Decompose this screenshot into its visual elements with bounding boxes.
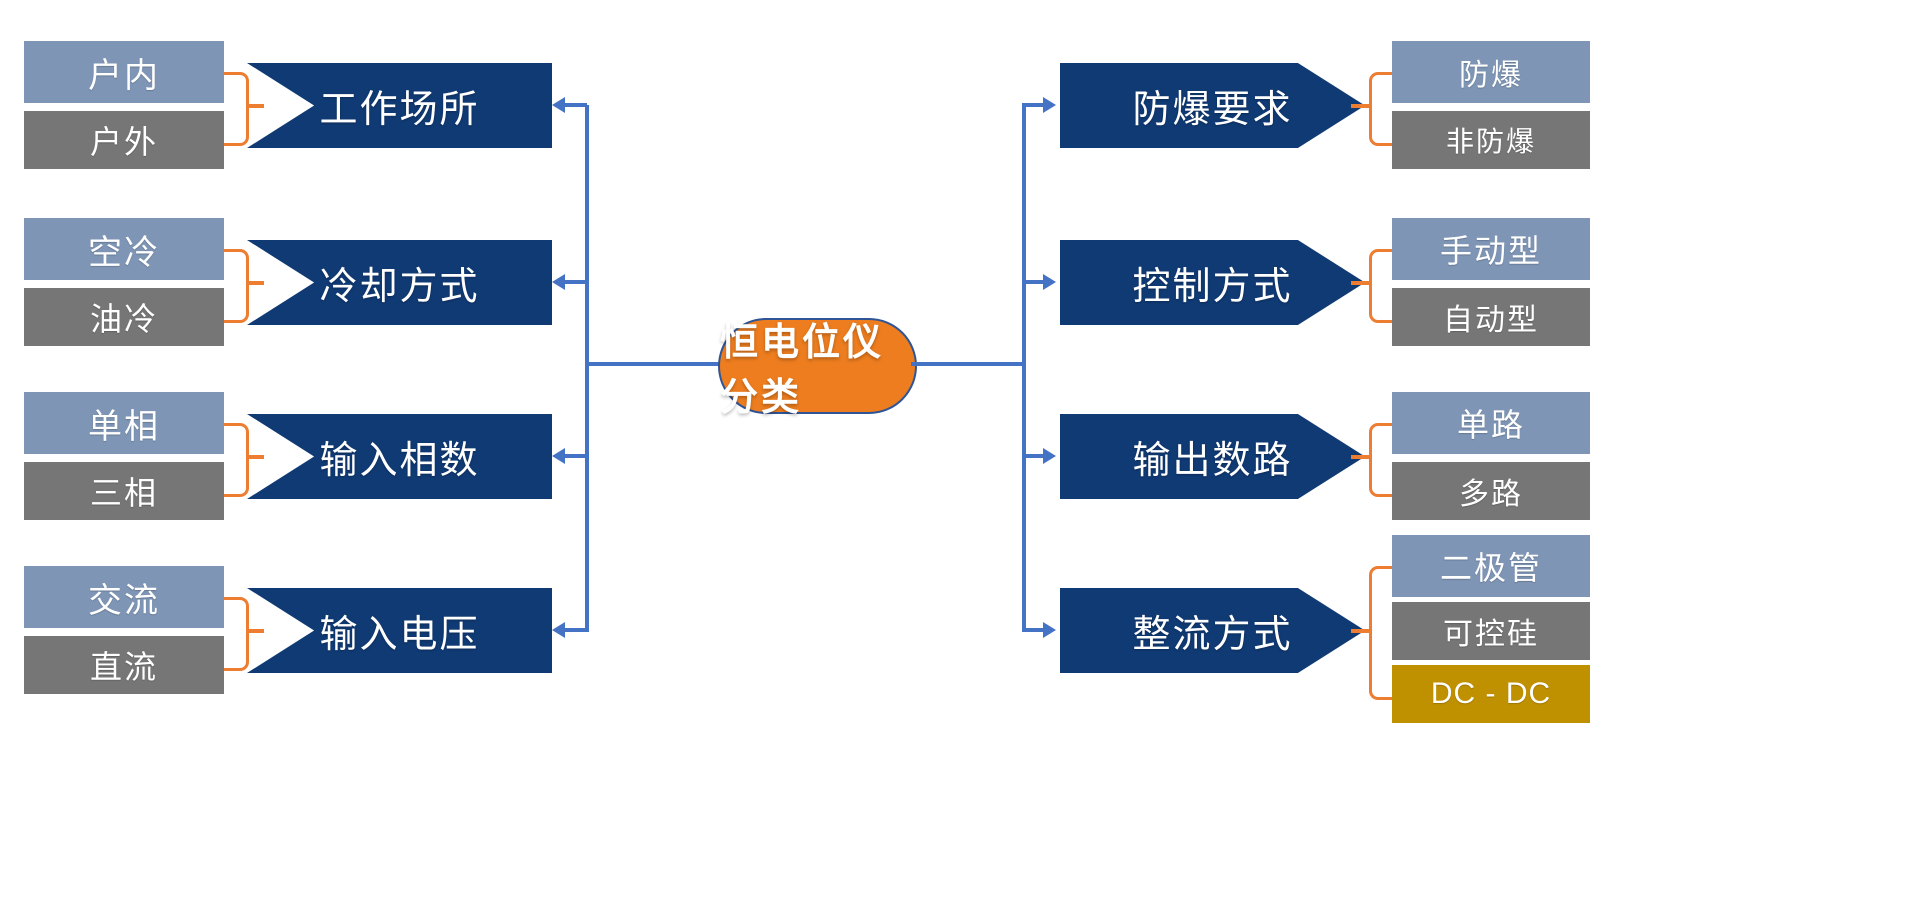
leaf-box[interactable]: 二极管 (1392, 535, 1590, 597)
connector-stub (1022, 280, 1044, 284)
branch-chevron[interactable]: 输入电压 (247, 588, 552, 673)
bracket-stem (1351, 104, 1369, 108)
connector-stub (565, 280, 587, 284)
leaf-box[interactable]: 单相 (24, 392, 224, 454)
leaf-box[interactable]: 多路 (1392, 462, 1590, 520)
connector-stub (1022, 454, 1044, 458)
leaf-box[interactable]: 非防爆 (1392, 111, 1590, 169)
bracket-stem (1351, 629, 1369, 633)
branch-chevron[interactable]: 输入相数 (247, 414, 552, 499)
connector-arrow (1043, 274, 1056, 290)
connector-spine-right (1022, 105, 1026, 632)
leaf-box[interactable]: 自动型 (1392, 288, 1590, 346)
leaf-box[interactable]: 户外 (24, 111, 224, 169)
connector-stub (1022, 103, 1044, 107)
branch-chevron[interactable]: 冷却方式 (247, 240, 552, 325)
connector-stub (1022, 628, 1044, 632)
leaf-box[interactable]: 防爆 (1392, 41, 1590, 103)
center-node[interactable]: 恒电位仪分类 (718, 318, 917, 419)
branch-chevron[interactable]: 工作场所 (247, 63, 552, 148)
leaf-box[interactable]: 单路 (1392, 392, 1590, 454)
bracket-stem (246, 281, 264, 285)
connector-arrow (552, 97, 565, 113)
leaf-box[interactable]: 手动型 (1392, 218, 1590, 280)
leaf-box[interactable]: 直流 (24, 636, 224, 694)
bracket-stem (1351, 455, 1369, 459)
bracket (224, 72, 249, 146)
branch-chevron[interactable]: 整流方式 (1060, 588, 1365, 673)
connector-stub (565, 454, 587, 458)
bracket (1369, 566, 1394, 700)
bracket (224, 249, 249, 323)
bracket (1369, 249, 1394, 323)
branch-chevron[interactable]: 控制方式 (1060, 240, 1365, 325)
branch-chevron[interactable]: 输出数路 (1060, 414, 1365, 499)
bracket (1369, 72, 1394, 146)
connector-arrow (1043, 97, 1056, 113)
connector-stub (565, 628, 587, 632)
bracket-stem (1351, 281, 1369, 285)
leaf-box[interactable]: DC - DC (1392, 665, 1590, 723)
leaf-box[interactable]: 三相 (24, 462, 224, 520)
bracket (1369, 423, 1394, 497)
connector-arrow (1043, 448, 1056, 464)
connector-center-right (911, 362, 1026, 366)
leaf-box[interactable]: 户内 (24, 41, 224, 103)
bracket (224, 597, 249, 671)
leaf-box[interactable]: 空冷 (24, 218, 224, 280)
bracket-stem (246, 629, 264, 633)
connector-arrow (552, 622, 565, 638)
leaf-box[interactable]: 可控硅 (1392, 602, 1590, 660)
connector-center-left (585, 362, 725, 366)
connector-arrow (1043, 622, 1056, 638)
bracket (224, 423, 249, 497)
bracket-stem (246, 104, 264, 108)
connector-spine-left (585, 105, 589, 632)
connector-arrow (552, 448, 565, 464)
leaf-box[interactable]: 交流 (24, 566, 224, 628)
connector-arrow (552, 274, 565, 290)
connector-stub (565, 103, 587, 107)
bracket-stem (246, 455, 264, 459)
leaf-box[interactable]: 油冷 (24, 288, 224, 346)
branch-chevron[interactable]: 防爆要求 (1060, 63, 1365, 148)
